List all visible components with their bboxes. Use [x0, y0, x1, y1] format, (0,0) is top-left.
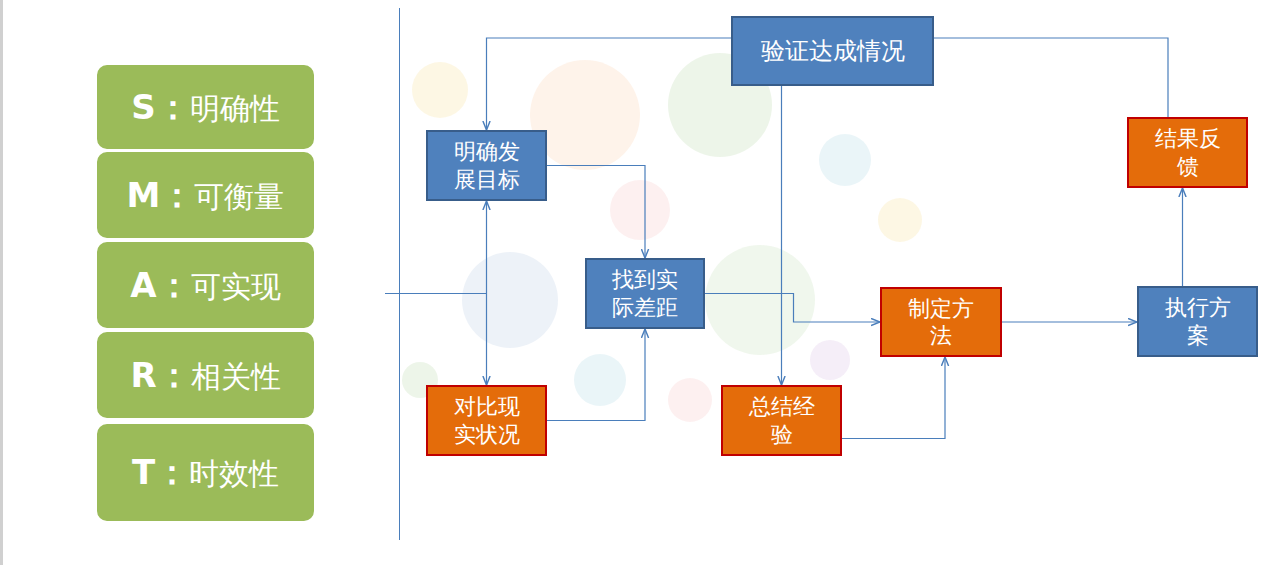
flow-connector — [842, 357, 945, 439]
background-icon — [668, 378, 712, 422]
box-label: 验证达成情况 — [745, 36, 921, 66]
box-label: R：相关性 — [130, 355, 280, 396]
background-icon — [819, 134, 871, 186]
box-label: 结果反馈 — [1129, 125, 1246, 180]
box-label: T：时效性 — [132, 452, 279, 493]
flow-connector — [547, 166, 645, 259]
process-box: 找到实际差距 — [585, 258, 705, 329]
process-box: 执行方案 — [1137, 286, 1258, 357]
smart-criterion-box: S：明确性 — [95, 63, 316, 151]
action-box: 制定方法 — [880, 287, 1002, 357]
smart-criterion-box: R：相关性 — [95, 330, 316, 420]
smart-criterion-box: M：可衡量 — [95, 150, 316, 240]
flow-connector — [781, 86, 782, 385]
flow-connector — [1182, 188, 1183, 286]
edge-strip — [0, 0, 3, 565]
background-icon — [412, 62, 468, 118]
flow-connector — [705, 294, 880, 323]
flow-connector — [547, 329, 645, 421]
flow-connector — [934, 38, 1168, 117]
feed-line — [385, 293, 487, 294]
divider-line — [399, 8, 400, 540]
background-icon — [574, 354, 626, 406]
box-label: S：明确性 — [131, 87, 280, 128]
box-label: 总结经验 — [723, 393, 840, 448]
action-box: 总结经验 — [721, 385, 842, 456]
background-icon — [462, 252, 558, 348]
process-box: 验证达成情况 — [731, 16, 934, 86]
box-label: M：可衡量 — [127, 175, 285, 216]
process-box: 明确发展目标 — [426, 130, 547, 201]
box-label: 明确发展目标 — [428, 138, 545, 193]
box-label: 制定方法 — [882, 295, 1000, 350]
box-label: 执行方案 — [1139, 294, 1256, 349]
background-icon — [705, 245, 815, 355]
flow-connector — [487, 38, 732, 130]
background-icon — [610, 180, 670, 240]
flow-connector — [1002, 321, 1137, 322]
action-box: 对比现实状况 — [426, 385, 547, 456]
box-label: 找到实际差距 — [587, 266, 703, 321]
box-label: A：可实现 — [130, 265, 280, 306]
background-icon — [878, 198, 922, 242]
box-label: 对比现实状况 — [428, 393, 545, 448]
smart-criterion-box: T：时效性 — [95, 422, 316, 523]
flow-connector — [486, 201, 487, 385]
background-icon — [810, 340, 850, 380]
action-box: 结果反馈 — [1127, 117, 1248, 188]
smart-criterion-box: A：可实现 — [95, 240, 316, 330]
